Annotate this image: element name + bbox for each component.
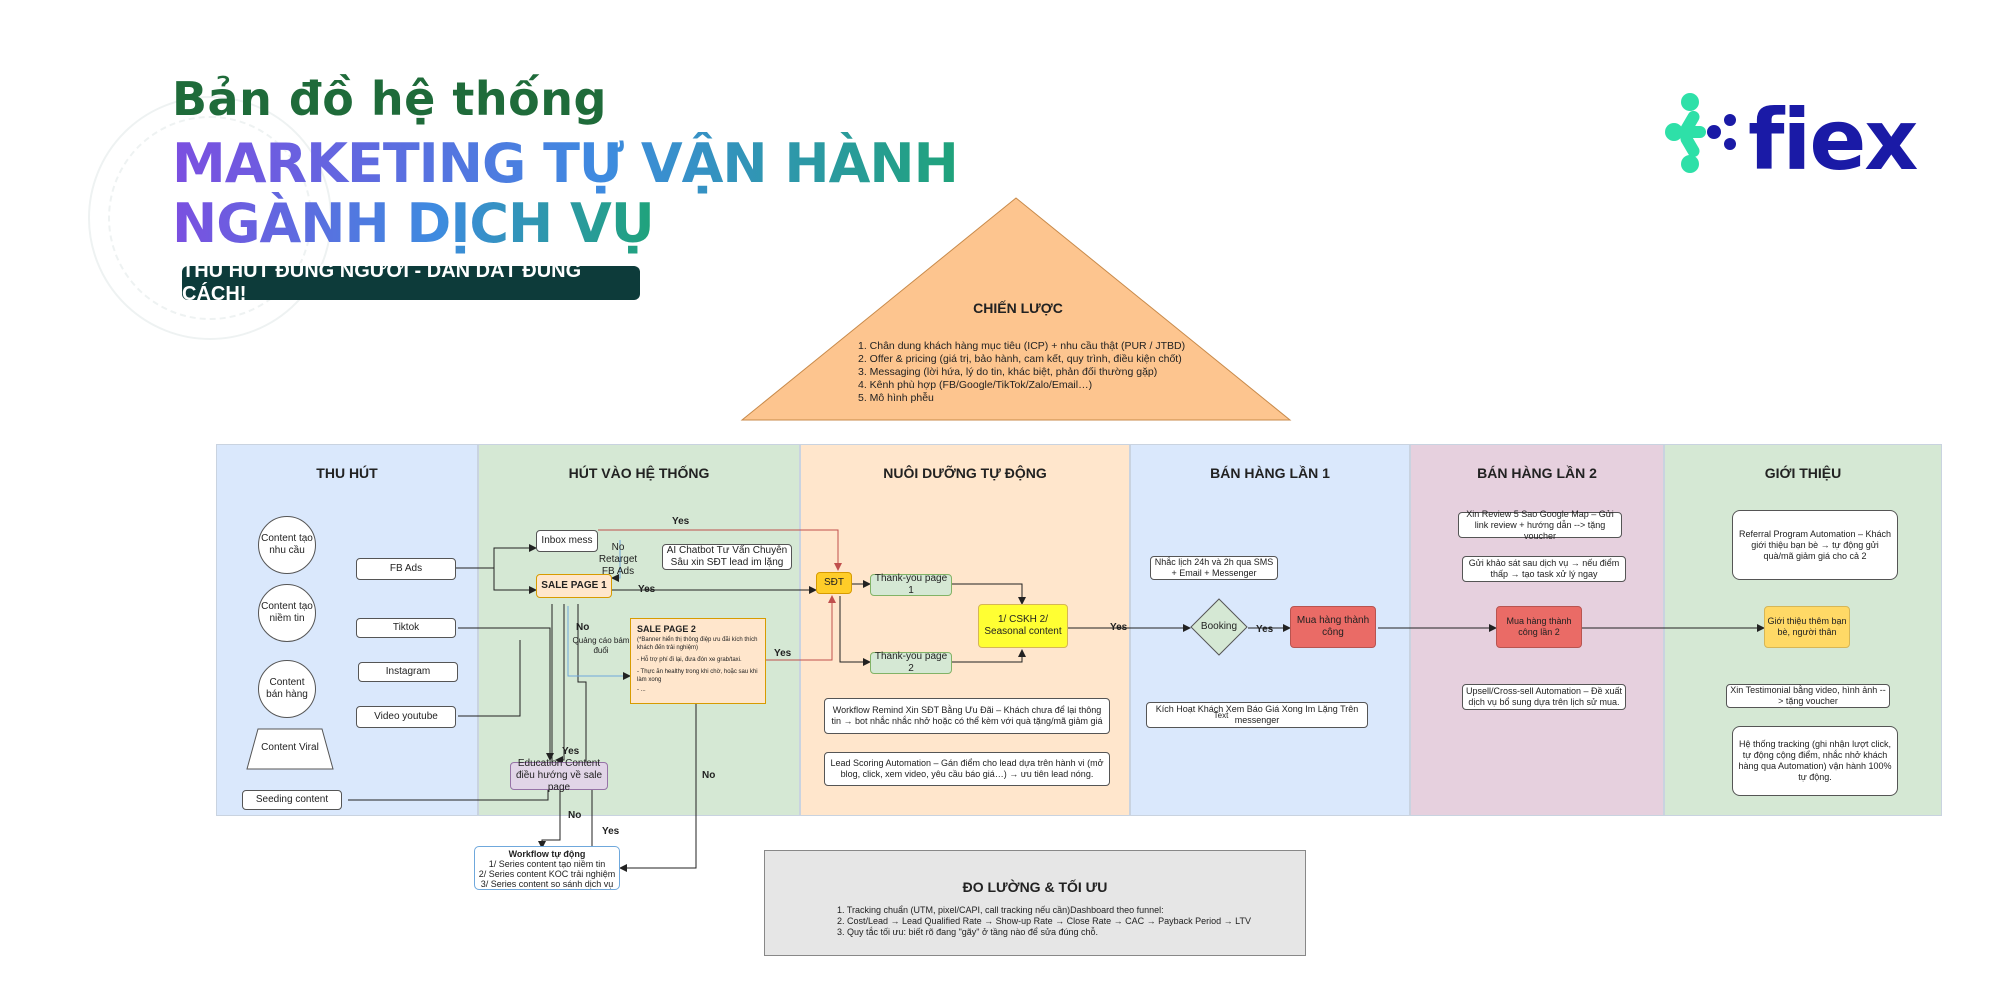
strategy-item: 1. Chân dung khách hàng mục tiêu (ICP) +…	[858, 340, 1186, 352]
channel-tiktok: Tiktok	[356, 618, 456, 638]
sale-page-2-line: (*Banner hiển thị thông điệp ưu đãi kích…	[637, 637, 758, 651]
label-yes: Yes	[672, 516, 690, 527]
thank-you-page-2: Thank-you page 2	[870, 651, 952, 674]
upsell-cross-sell: Upsell/Cross-sell Automation – Đề xuất d…	[1462, 684, 1626, 710]
quang-cao-bam-duoi: Quảng cáo bám đuổi	[572, 636, 630, 655]
thank-you-page-1: Thank-you page 1	[870, 573, 952, 596]
fiex-logo-text: fiex	[1748, 91, 1918, 189]
workflow-item: 3/ Series content so sánh dịch vụ	[480, 879, 614, 889]
mua-hang-thanh-cong-lan-2: Mua hàng thành công lần 2	[1496, 606, 1582, 648]
no-retarget-label: No Retarget FB Ads	[598, 542, 638, 577]
referral-program: Referral Program Automation – Khách giới…	[1732, 510, 1898, 580]
gioi-thieu-ban-be: Giới thiệu thêm bạn bè, người thân	[1764, 606, 1850, 648]
sale-page-2: SALE PAGE 2 (*Banner hiển thị thông điệp…	[630, 618, 766, 704]
content-ban-hang: Content bán hàng	[258, 660, 316, 718]
channel-video-youtube: Video youtube	[356, 706, 456, 728]
seeding-content: Seeding content	[242, 790, 342, 810]
label-yes: Yes	[562, 746, 580, 757]
booking-diamond	[1190, 598, 1248, 656]
strategy-item: 2. Offer & pricing (giá trị, bảo hành, c…	[858, 353, 1182, 365]
sale-page-1: SALE PAGE 1	[536, 574, 612, 598]
decorative-ring	[88, 96, 332, 340]
mua-hang-thanh-cong: Mua hàng thành công	[1290, 606, 1376, 648]
content-viral-label: Content Viral	[261, 742, 319, 753]
label-yes: Yes	[774, 648, 792, 659]
lane-title: GIỚI THIỆU	[1764, 465, 1842, 481]
label-yes: Yes	[602, 826, 620, 837]
ai-chatbot: AI Chatbot Tư Vấn Chuyên Sâu xin SĐT lea…	[662, 544, 792, 570]
content-viral-trapezoid	[246, 728, 334, 770]
content-tao-nhu-cau: Content tạo nhu cầu	[258, 516, 316, 574]
fiex-logo-icon	[1665, 93, 1736, 173]
tagline: THU HÚT ĐÚNG NGƯỜI - DẪN DẮT ĐÚNG CÁCH!	[182, 260, 640, 305]
lane-title: BÁN HÀNG LẦN 1	[1210, 465, 1330, 481]
content-tao-niem-tin: Content tạo niềm tin	[258, 584, 316, 642]
measure-item: 2. Cost/Lead → Lead Qualified Rate → Sho…	[837, 916, 1252, 926]
xin-testimonial: Xin Testimonial bằng video, hình ảnh -->…	[1726, 684, 1890, 708]
kich-hoat-khach: Kích Hoạt Khách Xem Báo Giá Xong Im Lặng…	[1146, 702, 1368, 728]
sale-page-2-line: - Hỗ trợ phí đi lại, đưa đón xe grab/tax…	[637, 657, 742, 663]
sale-page-2-line: - ...	[637, 687, 646, 693]
strategy-title: CHIẾN LƯỢC	[973, 300, 1063, 316]
sale-page-2-line: - Thực ăn healthy trong khi chờ, hoặc sa…	[637, 669, 758, 683]
label-no: No	[702, 770, 716, 781]
workflow-item: 1/ Series content tạo niềm tin	[488, 859, 606, 869]
sale-page-2-title: SALE PAGE 2	[637, 624, 696, 634]
label-no: No	[568, 810, 582, 821]
channel-fb-ads: FB Ads	[356, 558, 456, 580]
he-thong-tracking: Hệ thống tracking (ghi nhận lượt click, …	[1732, 726, 1898, 796]
measure-item: 1. Tracking chuẩn (UTM, pixel/CAPI, call…	[837, 905, 1164, 915]
strategy-list: 1. Chân dung khách hàng mục tiêu (ICP) +…	[858, 340, 1185, 405]
title-line-2: MARKETING TỰ VẬN HÀNH	[172, 132, 959, 195]
strategy-item: 5. Mô hình phễu	[858, 392, 934, 404]
measure-list: 1. Tracking chuẩn (UTM, pixel/CAPI, call…	[837, 905, 1251, 938]
lead-scoring-automation: Lead Scoring Automation – Gán điểm cho l…	[824, 752, 1110, 786]
title-line-1: Bản đồ hệ thống	[172, 72, 607, 126]
xin-review-5-sao: Xin Review 5 Sao Google Map – Gửi link r…	[1458, 509, 1622, 541]
label-yes: Yes	[1110, 622, 1128, 633]
booking-label: Booking	[1200, 621, 1238, 632]
cskh-seasonal-content: 1/ CSKH 2/ Seasonal content	[978, 604, 1068, 648]
channel-instagram: Instagram	[358, 662, 458, 682]
workflow-tu-dong: Workflow tự động 1/ Series content tạo n…	[474, 846, 620, 890]
do-luong-toi-uu: ĐO LƯỜNG & TỐI ƯU 1. Tracking chuẩn (UTM…	[764, 850, 1306, 956]
strategy-item: 3. Messaging (lời hứa, lý do tin, khác b…	[858, 366, 1158, 378]
lane-title: BÁN HÀNG LẦN 2	[1477, 465, 1597, 481]
title-line-3: NGÀNH DỊCH VỤ	[172, 192, 655, 255]
decorative-ring-inner	[108, 116, 312, 320]
sdt-node: SĐT	[816, 572, 852, 594]
lane-title: HÚT VÀO HỆ THỐNG	[568, 465, 710, 481]
gui-khao-sat: Gửi khảo sát sau dịch vụ → nếu điểm thấp…	[1462, 556, 1626, 582]
workflow-title: Workflow tự động	[508, 849, 586, 859]
strategy-triangle	[740, 197, 1292, 421]
strategy-item: 4. Kênh phù hợp (FB/Google/TikTok/Zalo/E…	[858, 379, 1093, 391]
label-yes: Yes	[638, 584, 656, 595]
lane-title: NUÔI DƯỠNG TỰ ĐỘNG	[883, 465, 1047, 481]
education-content: Education Content điều hướng về sale pag…	[510, 758, 608, 793]
workflow-remind: Workflow Remind Xin SĐT Bằng Ưu Đãi – Kh…	[824, 698, 1110, 734]
measure-item: 3. Quy tắc tối ưu: biết rõ đang "gãy" ở …	[837, 927, 1099, 937]
inbox-mess: Inbox mess	[536, 530, 598, 552]
measure-title: ĐO LƯỜNG & TỐI ƯU	[962, 879, 1108, 895]
text-overlay: Text	[1213, 711, 1229, 720]
nhac-lich: Nhắc lịch 24h và 2h qua SMS + Email + Me…	[1150, 556, 1278, 580]
lane-title: THU HÚT	[316, 465, 378, 481]
label-no: No	[576, 622, 590, 633]
label-yes: Yes	[1256, 624, 1274, 635]
workflow-item: 2/ Series content KOC trải nghiệm	[478, 869, 616, 879]
